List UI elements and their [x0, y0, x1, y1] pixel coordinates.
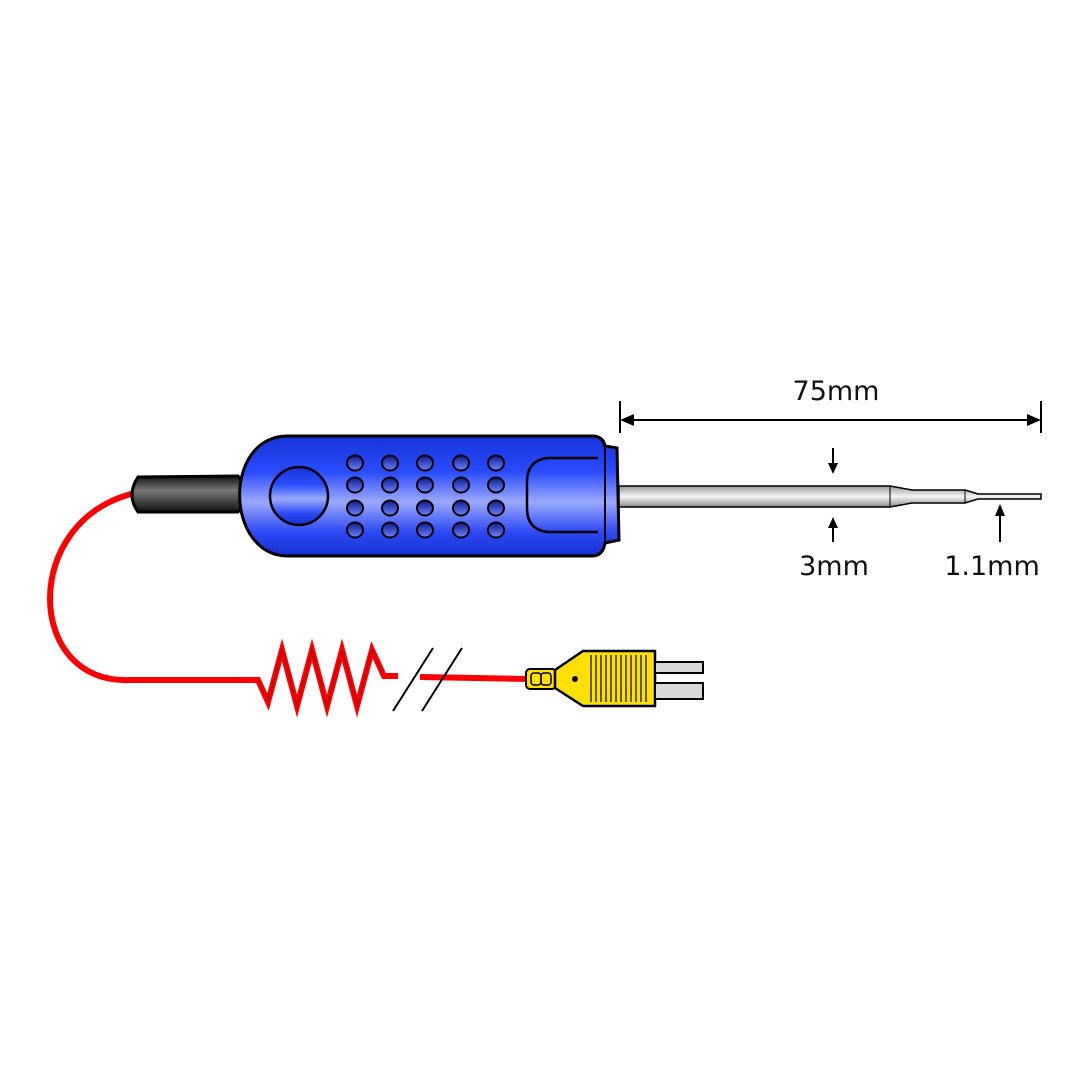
tip-diameter-arrow — [995, 504, 1005, 542]
grip-hole — [452, 454, 470, 472]
shaft-diameter-label: 3mm — [799, 551, 869, 582]
thermocouple-connector — [525, 649, 704, 708]
grip-holes — [346, 454, 505, 539]
handle-front-recess — [525, 456, 598, 534]
grip-hole — [487, 454, 505, 472]
grip-hole — [346, 476, 364, 494]
grip-hole — [381, 521, 399, 539]
connector-pin-bottom — [654, 682, 704, 700]
grip-hole — [416, 454, 434, 472]
grip-hole — [381, 454, 399, 472]
grip-hole — [452, 476, 470, 494]
cable-break-mark-1 — [392, 647, 434, 712]
cable-outline-shadow — [257, 646, 385, 710]
connector-pin-top — [654, 661, 704, 674]
grip-hole — [346, 499, 364, 517]
probe-shaft — [618, 485, 1042, 508]
button[interactable] — [268, 465, 330, 527]
grip-hole — [346, 454, 364, 472]
length-label: 75mm — [793, 376, 880, 407]
shaft-diameter-arrows — [828, 448, 838, 542]
grip-hole — [416, 476, 434, 494]
grip-hole — [487, 476, 505, 494]
grip-hole — [381, 476, 399, 494]
grip-hole — [452, 499, 470, 517]
connector-body — [553, 649, 657, 708]
grip-hole — [346, 521, 364, 539]
grip-hole — [452, 521, 470, 539]
grip-hole — [381, 499, 399, 517]
grip-hole — [416, 521, 434, 539]
grip-hole — [416, 499, 434, 517]
cable-segment-2 — [419, 674, 529, 682]
grip-hole — [487, 499, 505, 517]
tip-diameter-label: 1.1mm — [944, 551, 1040, 582]
strain-relief-boot — [130, 474, 248, 514]
grip-hole — [487, 521, 505, 539]
cable-break-mark-2 — [421, 647, 463, 712]
connector-ribs — [590, 655, 647, 702]
handle-body — [238, 434, 621, 558]
length-dimension — [619, 401, 1042, 433]
